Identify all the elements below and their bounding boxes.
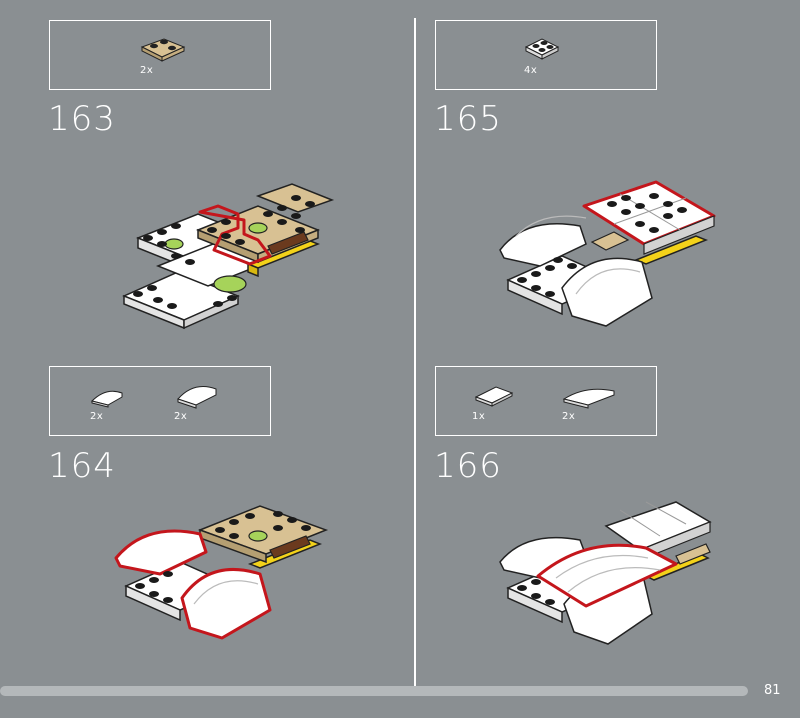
assembly-model-165 bbox=[499, 180, 716, 327]
step-number-166: 166 bbox=[434, 446, 502, 486]
step-number-164: 164 bbox=[48, 446, 116, 486]
tan-corner-plate-icon bbox=[140, 38, 186, 62]
parts-callout-165: 4x bbox=[435, 20, 657, 90]
white-curved-slope-large-icon bbox=[177, 386, 217, 409]
page-number: 81 bbox=[764, 683, 781, 698]
parts-callout-164: 2x 2x bbox=[49, 366, 271, 436]
part-qty: 2x bbox=[90, 411, 104, 422]
part-qty: 1x bbox=[472, 411, 486, 422]
step-number-165: 165 bbox=[434, 99, 502, 139]
white-curved-slope-small-icon bbox=[91, 390, 123, 408]
column-divider bbox=[414, 18, 416, 686]
white-tile-icon bbox=[474, 386, 514, 407]
parts-callout-163: 2x bbox=[49, 20, 271, 90]
part-qty: 2x bbox=[140, 65, 154, 76]
white-plate-2x2-icon bbox=[524, 38, 560, 60]
step-number-163: 163 bbox=[48, 99, 116, 139]
parts-callout-166: 1x 2x bbox=[435, 366, 657, 436]
footer-progress-bar bbox=[0, 686, 748, 696]
assembly-model-164 bbox=[114, 505, 329, 640]
white-curved-slope-long-icon bbox=[562, 388, 615, 409]
assembly-model-163 bbox=[122, 183, 335, 330]
part-qty: 2x bbox=[562, 411, 576, 422]
part-qty: 2x bbox=[174, 411, 188, 422]
part-qty: 4x bbox=[524, 65, 538, 76]
assembly-model-166 bbox=[499, 501, 712, 645]
